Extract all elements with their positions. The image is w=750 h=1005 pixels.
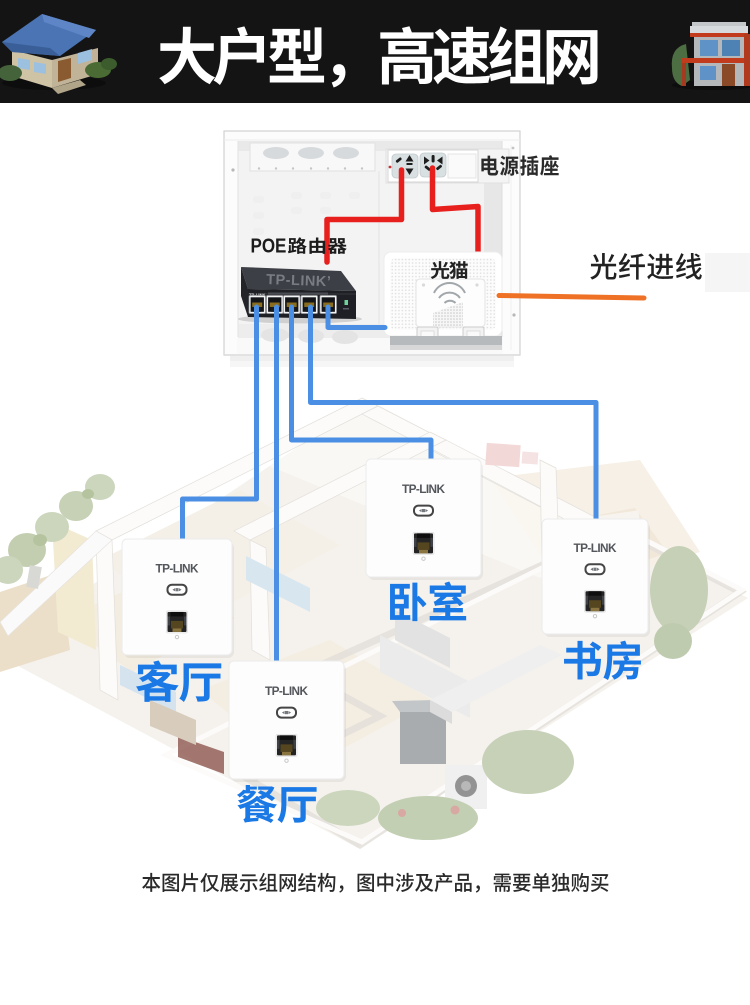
svg-text:TP-LINK: TP-LINK (265, 684, 308, 698)
svg-text:TP-LINK’: TP-LINK’ (266, 272, 332, 290)
svg-text:TP-LINK: TP-LINK (574, 541, 617, 555)
svg-text:TP-LINK: TP-LINK (249, 293, 266, 298)
svg-text:POE: POE (251, 234, 287, 257)
svg-text:TP-LINK: TP-LINK (402, 482, 445, 496)
svg-text:TP-LINK: TP-LINK (156, 561, 199, 575)
